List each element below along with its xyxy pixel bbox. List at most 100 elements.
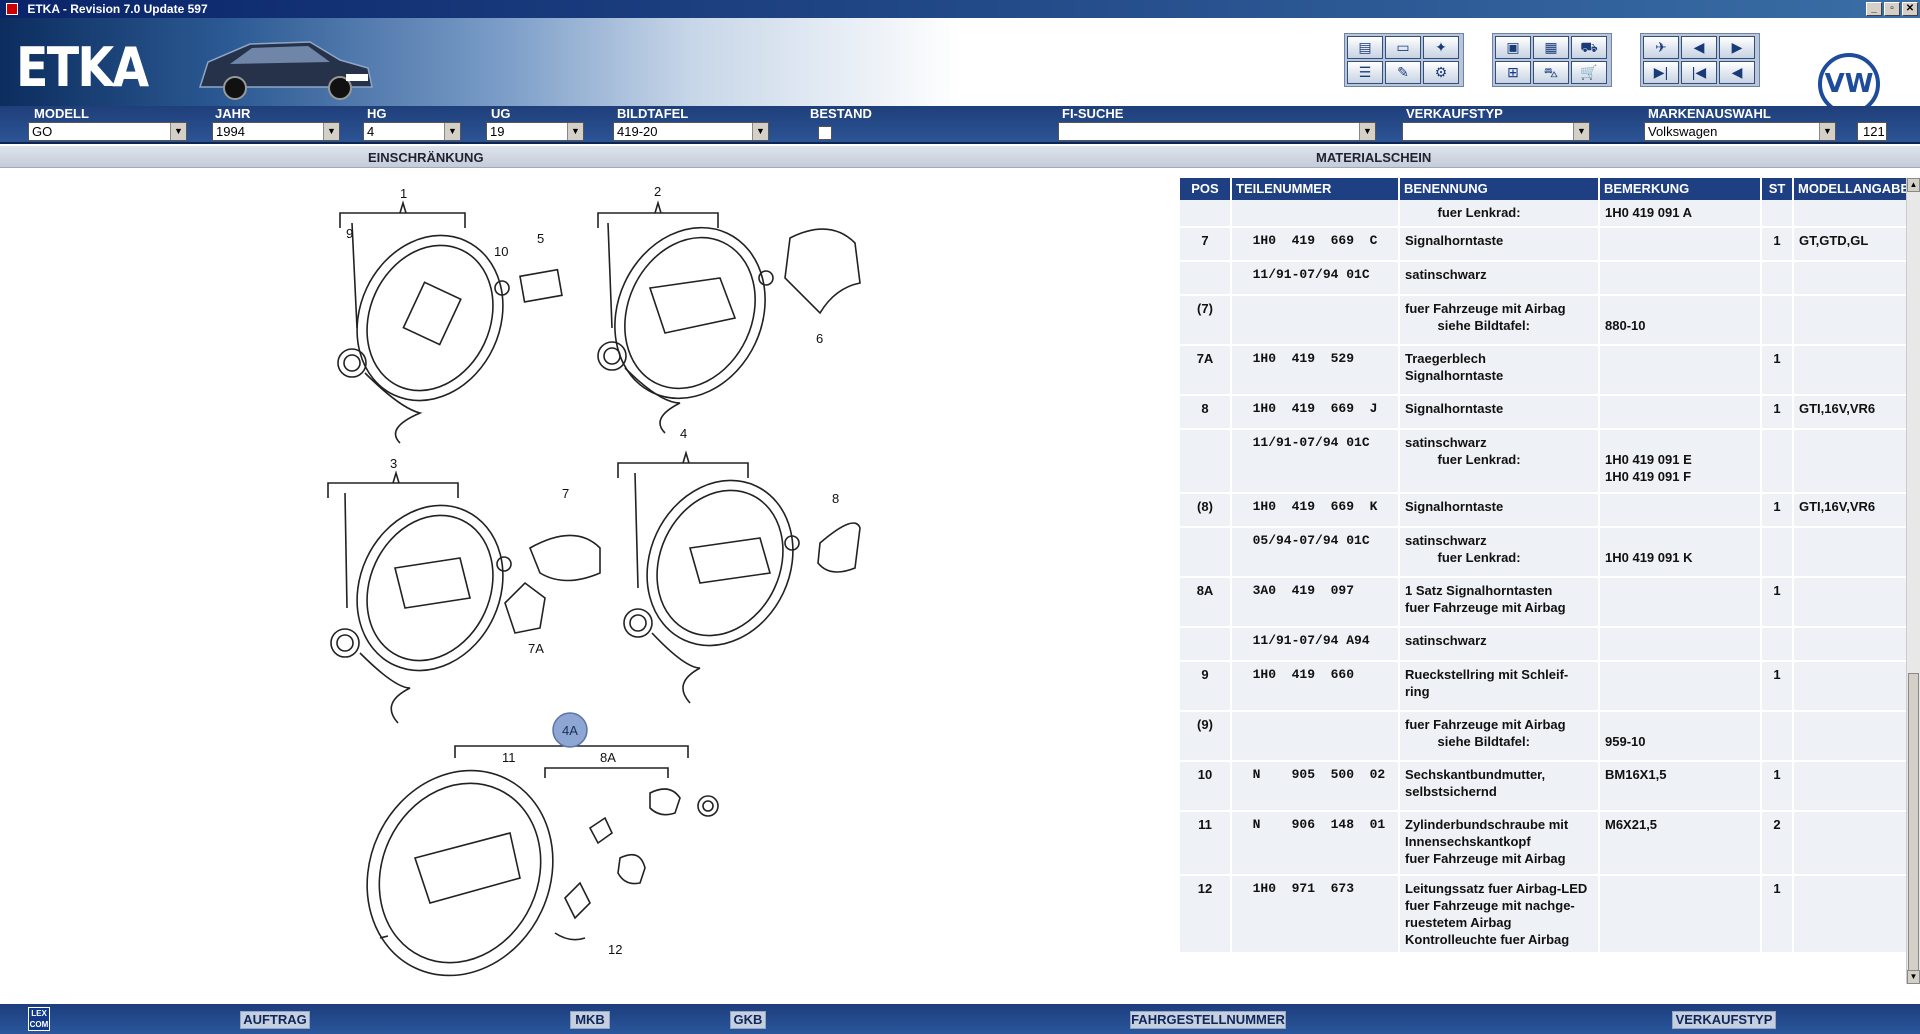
- page-forward-icon[interactable]: ▶: [1719, 36, 1755, 59]
- header-bemerkung[interactable]: BEMERKUNG: [1600, 178, 1762, 200]
- steering-wheel-drawing: 4A 1 2 3 4 5 6 7 7A 8 8A 9 10 11 12: [327, 184, 861, 977]
- scroll-down-icon[interactable]: ▼: [1907, 970, 1920, 984]
- list-icon[interactable]: ☰: [1347, 61, 1383, 84]
- chevron-down-icon[interactable]: ▼: [170, 123, 186, 140]
- cell-pos: [1180, 262, 1232, 294]
- chevron-down-icon[interactable]: ▼: [1359, 123, 1375, 140]
- ug-select[interactable]: 19▼: [486, 122, 584, 141]
- minimize-button[interactable]: _: [1866, 2, 1882, 16]
- gkb-button[interactable]: GKB: [730, 1011, 766, 1029]
- cell-model: [1794, 200, 1906, 226]
- auftrag-button[interactable]: AUFTRAG: [240, 1011, 310, 1029]
- chevron-down-icon[interactable]: ▼: [1819, 123, 1835, 140]
- bestand-checkbox[interactable]: [818, 126, 832, 140]
- modell-select[interactable]: GO▼: [28, 122, 187, 141]
- print-icon[interactable]: ▤: [1347, 36, 1383, 59]
- network-icon[interactable]: ⊞: [1495, 61, 1531, 84]
- header-modellangabe[interactable]: MODELLANGABE: [1794, 178, 1906, 200]
- cell-part: 1H0 419 529: [1232, 346, 1400, 394]
- cart-add-icon[interactable]: ⛟: [1571, 36, 1607, 59]
- header-teilenummer[interactable]: TEILENUMMER: [1232, 178, 1400, 200]
- lexcom-logo: LEX COM: [28, 1007, 50, 1031]
- last-page-icon[interactable]: ▶|: [1643, 61, 1679, 84]
- cell-part: 05/94-07/94 01C: [1232, 528, 1400, 576]
- window-title: ETKA - Revision 7.0 Update 597: [27, 2, 208, 16]
- cell-pos: 8A: [1180, 578, 1232, 626]
- header-benennung[interactable]: BENENNUNG: [1400, 178, 1600, 200]
- header-st[interactable]: ST: [1762, 178, 1794, 200]
- cell-part: 3A0 419 097: [1232, 578, 1400, 626]
- jahr-select[interactable]: 1994▼: [212, 122, 340, 141]
- parts-icon[interactable]: ✦: [1423, 36, 1459, 59]
- previous-icon[interactable]: ◀: [1719, 61, 1755, 84]
- scroll-thumb[interactable]: [1908, 673, 1919, 973]
- cart-icon[interactable]: 🛒: [1571, 61, 1607, 84]
- vehicle-icon[interactable]: ⛍: [1533, 61, 1569, 84]
- elsa-icon[interactable]: ▣: [1495, 36, 1531, 59]
- verkaufstyp-button[interactable]: VERKAUFSTYP: [1672, 1011, 1776, 1029]
- chevron-down-icon[interactable]: ▼: [1573, 123, 1589, 140]
- scroll-up-icon[interactable]: ▲: [1907, 178, 1920, 192]
- ug-label: UG: [491, 106, 511, 121]
- fi-suche-label: FI-SUCHE: [1062, 106, 1124, 121]
- toolbar-group-print: ▤ ▭ ✦ ☰ ✎ ⚙: [1344, 33, 1464, 87]
- fi-suche-select[interactable]: ▼: [1058, 122, 1376, 141]
- table-row[interactable]: (9)fuer Fahrzeuge mit Airbag siehe Bildt…: [1180, 712, 1906, 762]
- first-page-icon[interactable]: |◀: [1681, 61, 1717, 84]
- maximize-button[interactable]: ▫: [1884, 2, 1900, 16]
- engine-icon[interactable]: ⚙: [1423, 61, 1459, 84]
- cell-model: [1794, 262, 1906, 294]
- edit-icon[interactable]: ✎: [1385, 61, 1421, 84]
- table-row[interactable]: fuer Lenkrad:1H0 419 091 A: [1180, 200, 1906, 228]
- cell-part: 1H0 419 660: [1232, 662, 1400, 710]
- page-back-icon[interactable]: ◀: [1681, 36, 1717, 59]
- diagram-label: 7A: [528, 641, 544, 656]
- close-button[interactable]: ✕: [1902, 2, 1918, 16]
- cell-name: satinschwarz fuer Lenkrad:: [1400, 430, 1600, 492]
- cell-note: [1600, 228, 1762, 260]
- fahrgestellnummer-button[interactable]: FAHRGESTELLNUMMER: [1130, 1011, 1286, 1029]
- chevron-down-icon[interactable]: ▼: [444, 123, 460, 140]
- hg-select[interactable]: 4▼: [363, 122, 461, 141]
- table-scrollbar[interactable]: ▲ ▼: [1906, 178, 1920, 984]
- chevron-down-icon[interactable]: ▼: [567, 123, 583, 140]
- selection-bar: MODELL GO▼ JAHR 1994▼ HG 4▼ UG 19▼ BILDT…: [0, 106, 1920, 144]
- cell-part: [1232, 712, 1400, 760]
- cell-name: Traegerblech Signalhorntaste: [1400, 346, 1600, 394]
- etka-logo: ETKA: [16, 36, 149, 99]
- pin-icon[interactable]: ✈: [1643, 36, 1679, 59]
- toolbar-group-elsa: ▣ ▦ ⛟ ⊞ ⛍ 🛒: [1492, 33, 1612, 87]
- cell-part: 11/91-07/94 A94: [1232, 628, 1400, 660]
- bildtafel-select[interactable]: 419-20▼: [613, 122, 769, 141]
- screen-icon[interactable]: ▭: [1385, 36, 1421, 59]
- bildtafel-label: BILDTAFEL: [617, 106, 689, 121]
- hg-value: 4: [367, 124, 375, 139]
- verkaufstyp-select[interactable]: ▼: [1402, 122, 1590, 141]
- parts-diagram[interactable]: 4A 1 2 3 4 5 6 7 7A 8 8A 9 10 11 12: [0, 168, 1150, 998]
- cell-model: [1794, 430, 1906, 492]
- cell-model: [1794, 296, 1906, 344]
- einschraenkung-header[interactable]: EINSCHRÄNKUNG: [368, 150, 484, 165]
- table-row[interactable]: (7)fuer Fahrzeuge mit Airbag siehe Bildt…: [1180, 296, 1906, 346]
- header-pos[interactable]: POS: [1180, 178, 1232, 200]
- chevron-down-icon[interactable]: ▼: [323, 123, 339, 140]
- chevron-down-icon[interactable]: ▼: [752, 123, 768, 140]
- diagram-callout: [552, 712, 588, 748]
- cell-note: [1600, 346, 1762, 394]
- markenauswahl-select[interactable]: Volkswagen▼: [1644, 122, 1836, 141]
- mkb-button[interactable]: MKB: [570, 1011, 610, 1029]
- depot-icon[interactable]: ▦: [1533, 36, 1569, 59]
